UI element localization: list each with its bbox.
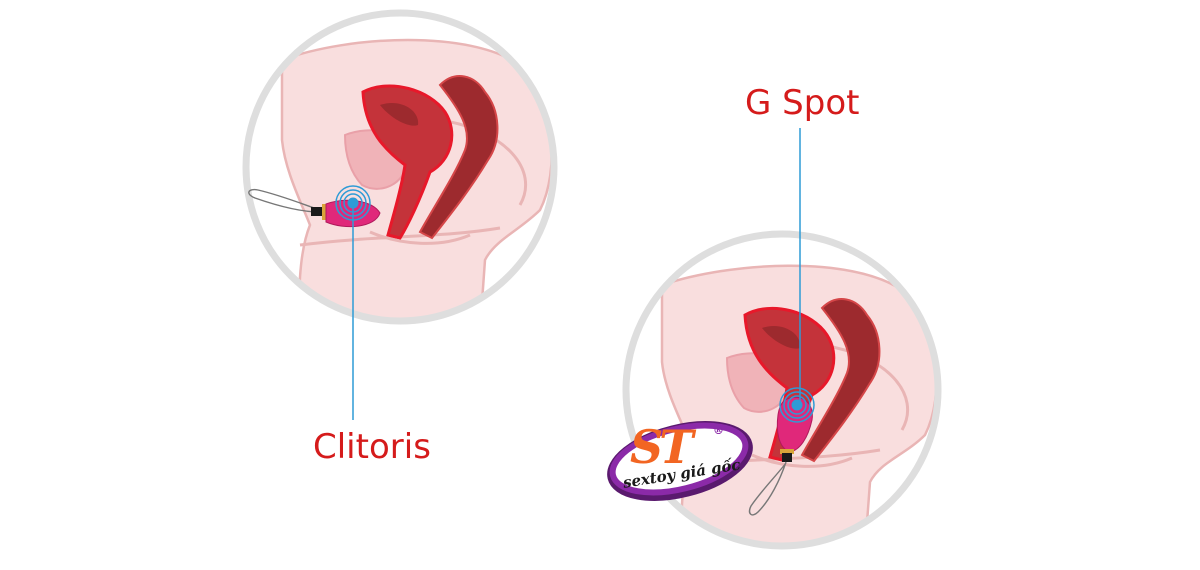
right-toy-tip [782, 453, 792, 462]
left-toy-cord-loop [248, 188, 321, 213]
left-toy-gold-band [322, 204, 328, 220]
right-vibration-rings [779, 387, 815, 423]
right-toy-cord-loop [748, 461, 787, 516]
right-toy-gold-band [780, 449, 794, 454]
left-panel-ring [242, 9, 558, 325]
right-uterus-inner [762, 325, 801, 349]
clitoris-label: Clitoris [313, 427, 431, 467]
left-lower-fold [369, 230, 471, 245]
right-lower-fold [751, 453, 853, 468]
left-panel-clitoral-view [242, 9, 558, 420]
logo-mark: ST [630, 420, 693, 474]
right-panel-ring [622, 230, 942, 550]
left-uterus-inner [380, 102, 419, 126]
logo-swoosh [609, 422, 749, 496]
left-inner-contour [439, 118, 527, 206]
left-thigh-line [299, 226, 501, 247]
g-spot-label: G Spot [745, 83, 860, 123]
brand-logo [607, 421, 753, 501]
left-toy-tip [311, 207, 324, 216]
logo-registered-mark: ® [713, 424, 724, 437]
right-rectum [800, 298, 881, 463]
right-inner-contour [821, 343, 909, 431]
left-uterus [361, 84, 454, 240]
left-rectum [418, 75, 499, 240]
